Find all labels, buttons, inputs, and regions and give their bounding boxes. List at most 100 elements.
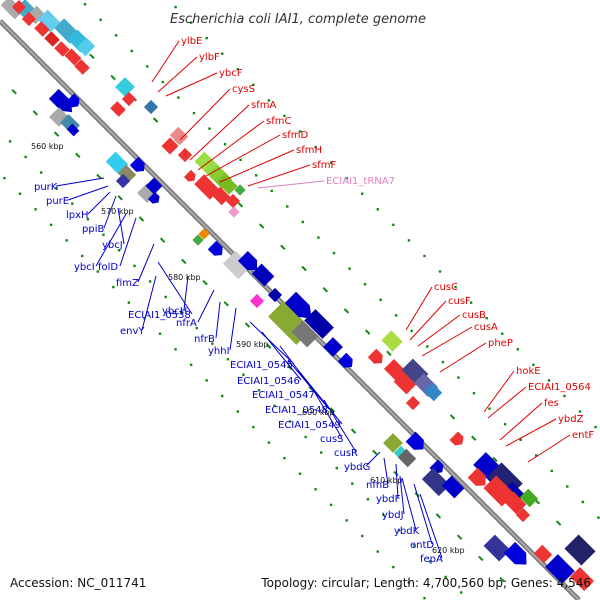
tick-dot	[189, 21, 193, 24]
tick-dash	[372, 449, 378, 456]
tick-dot	[441, 360, 445, 364]
leader-line	[215, 301, 221, 339]
gene-label-cusr: cusR	[334, 448, 358, 459]
tick-dot	[501, 332, 504, 335]
tick-dash	[75, 152, 81, 159]
tick-dot	[143, 316, 146, 320]
leader-line	[287, 359, 330, 410]
gene-block	[519, 488, 539, 508]
gene-label-cusf: cusF	[448, 296, 471, 307]
tick-dash	[478, 555, 484, 562]
leader-line	[483, 370, 515, 413]
tick-dot	[348, 267, 351, 270]
gene-block	[177, 147, 193, 163]
tick-dot	[366, 498, 370, 501]
gene-block	[397, 448, 417, 468]
tick-dash	[258, 223, 265, 229]
leader-line	[297, 369, 343, 425]
gene-arrow	[284, 291, 312, 319]
gene-label-sfmf: sfmF	[312, 160, 336, 171]
tick-dot	[236, 68, 239, 71]
tick-dot	[205, 36, 208, 40]
tick-dash	[350, 428, 357, 434]
tick-dash	[471, 435, 477, 441]
tick-dot	[298, 472, 302, 475]
tick-dot	[298, 130, 302, 133]
gene-block	[483, 534, 511, 562]
tick-dot	[177, 96, 180, 99]
tick-dash	[96, 173, 102, 180]
tick-dot	[273, 404, 276, 408]
leader-line	[179, 88, 231, 141]
gene-arrow	[237, 250, 258, 271]
tick-dot	[3, 176, 6, 180]
tick-dot	[469, 301, 473, 304]
gene-label-cuss: cusS	[320, 434, 343, 445]
gene-block	[44, 31, 60, 47]
tick-dash	[181, 258, 187, 265]
tick-dot	[221, 394, 224, 398]
gene-label-ybdz: ybdZ	[558, 414, 584, 425]
tick-dot	[423, 596, 426, 600]
tick-dot	[392, 565, 395, 569]
gene-block	[234, 184, 246, 196]
leader-line	[183, 275, 189, 311]
leader-line	[247, 164, 311, 187]
tick-dash	[555, 520, 562, 526]
gene-label-pure: purE	[46, 196, 69, 207]
kbp-mark: 620 kbp	[432, 546, 465, 555]
tick-dot	[394, 314, 398, 317]
leader-line	[157, 261, 193, 315]
gene-label-ybcf: ybcF	[219, 68, 243, 79]
forward-labels: ylbEylbFybcFcysSsfmAsfmCsfmDsfmHsfmFECIA…	[181, 36, 594, 441]
tick-dash	[435, 513, 442, 519]
tick-dot	[423, 254, 426, 258]
gene-label-fes: fes	[544, 398, 559, 409]
tick-dot	[174, 5, 177, 9]
tick-dash	[280, 244, 286, 250]
gene-label-ybci: ybcI	[74, 262, 95, 273]
gene-label-eciai1_0564: ECIAI1_0564	[528, 382, 591, 393]
tick-dot	[102, 233, 105, 236]
tick-dot	[597, 516, 600, 519]
tick-dot	[40, 171, 43, 174]
gene-block	[21, 11, 37, 27]
gene-label-ybcj: ybcJ	[102, 240, 123, 251]
tick-dot	[563, 394, 566, 398]
gene-block	[66, 123, 80, 137]
leader-line	[323, 399, 357, 453]
tick-dot	[205, 379, 208, 382]
kbp-mark: 580 kbp	[168, 273, 201, 282]
gene-block	[216, 173, 238, 195]
gene-block	[383, 433, 403, 453]
leader-line	[189, 104, 250, 161]
gene-arrow	[405, 431, 424, 450]
leader-line	[249, 321, 295, 365]
leader-line	[417, 314, 461, 347]
tick-dash	[499, 576, 505, 583]
leader-line	[261, 331, 302, 381]
tick-dot	[503, 423, 507, 426]
tick-dot	[71, 202, 74, 205]
tick-dot	[286, 205, 289, 208]
gene-label-nfrb: nfrB	[194, 334, 215, 345]
tick-dot	[397, 529, 401, 532]
leader-line	[205, 134, 281, 177]
gene-block	[304, 309, 334, 339]
gene-block	[291, 320, 319, 348]
tick-dash	[152, 117, 159, 123]
gene-label-ybdg: ybdG	[344, 462, 370, 473]
tick-dot	[24, 155, 27, 159]
gene-block	[225, 193, 241, 209]
leader-line	[219, 149, 295, 183]
leader-line	[197, 120, 265, 171]
leader-line	[229, 307, 237, 351]
kbp-mark: 600 kbp	[302, 408, 335, 417]
tick-dot	[257, 389, 261, 392]
tick-dot	[34, 208, 37, 211]
tick-dash	[329, 407, 336, 413]
leader-line	[311, 387, 343, 439]
